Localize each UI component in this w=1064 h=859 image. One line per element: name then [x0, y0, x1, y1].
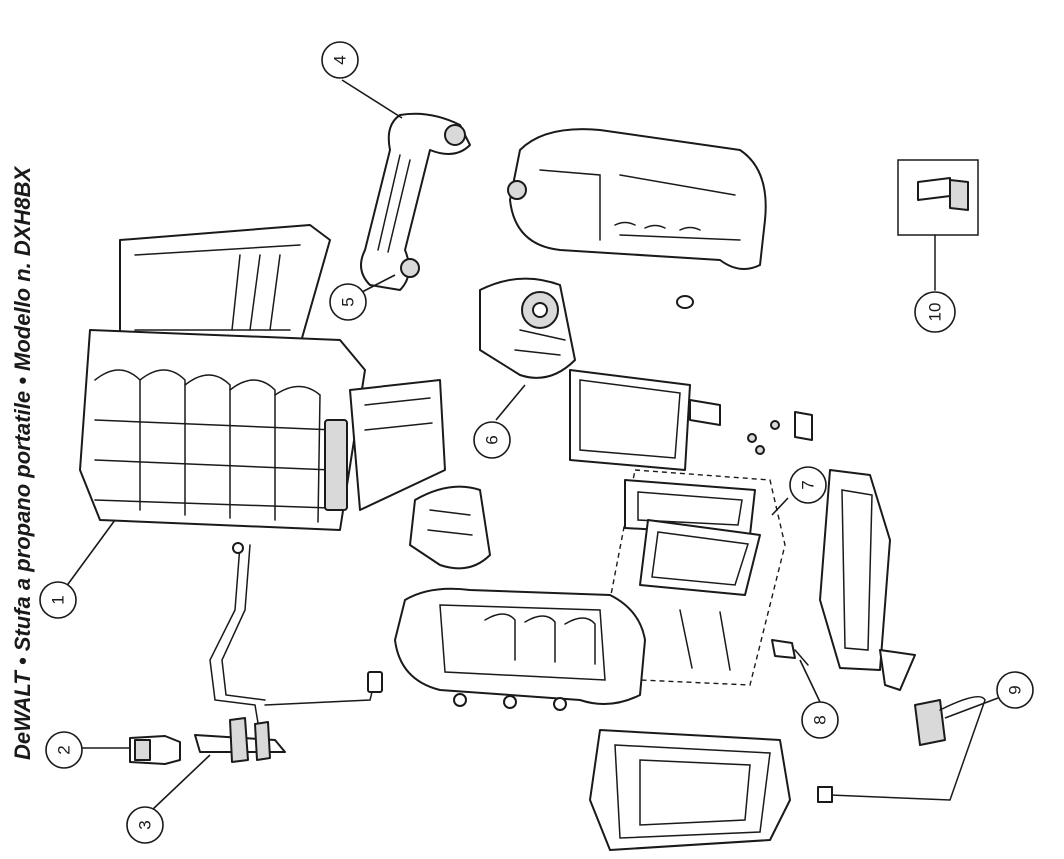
callout-label-1: 1: [49, 595, 68, 604]
side-panel: [819, 469, 916, 691]
callout-leaders: [59, 79, 999, 811]
callout-9: 9: [996, 671, 1034, 709]
control-box: [569, 369, 813, 471]
regulator-knob: [129, 735, 181, 765]
callout-2: 2: [45, 731, 83, 769]
callout-7: 7: [789, 466, 827, 504]
callout-6: 6: [473, 421, 511, 459]
callout-8: 8: [801, 701, 839, 739]
shroud-plate: [409, 485, 491, 570]
callout-10: 10: [914, 291, 956, 333]
bottom-housing: [589, 729, 791, 851]
callout-label-6: 6: [483, 435, 502, 444]
base-tray: [394, 587, 646, 711]
connector-box: [897, 159, 979, 291]
diagram-title: DeWALT • Stufa a propano portatile • Mod…: [10, 166, 35, 760]
callout-label-8: 8: [811, 715, 830, 724]
callout-label-7: 7: [799, 480, 818, 489]
igniter: [771, 639, 809, 666]
rear-housing: [507, 128, 767, 309]
callout-label-5: 5: [339, 297, 358, 306]
pilot-thermocouple: [817, 695, 986, 803]
callout-label-9: 9: [1006, 685, 1025, 694]
front-guard-assembly: [79, 224, 446, 531]
fan-assembly: [479, 277, 576, 379]
callout-3: 3: [126, 806, 164, 844]
callout-label-4: 4: [331, 55, 350, 64]
valve-assembly: [194, 542, 383, 763]
callout-label-3: 3: [136, 820, 155, 829]
callout-4: 4: [321, 41, 359, 79]
callout-5: 5: [329, 283, 367, 321]
callout-label-2: 2: [55, 745, 74, 754]
burner-screen-group: [609, 469, 786, 686]
callout-label-10: 10: [926, 303, 945, 322]
handle-assembly: [360, 112, 471, 291]
callout-1: 1: [39, 581, 77, 619]
